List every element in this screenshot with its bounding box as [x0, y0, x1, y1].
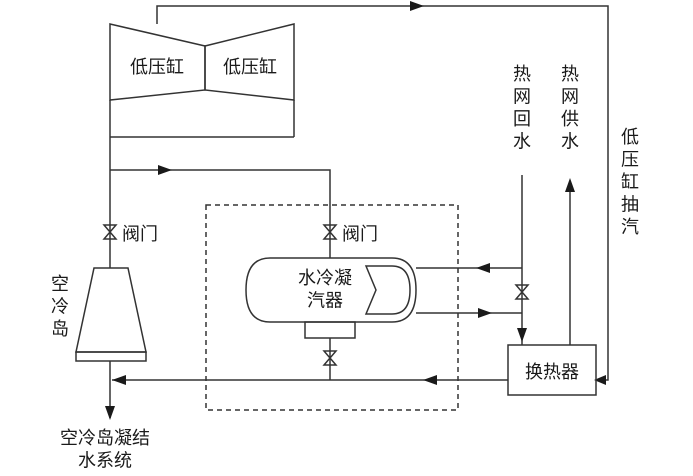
- valve-left: [102, 224, 118, 240]
- condenser-label: 水冷凝汽器: [298, 268, 352, 312]
- heat-exchanger: [507, 344, 597, 396]
- lp-extraction-label: 低压缸抽汽: [621, 127, 639, 238]
- turbine-left-label: 低压缸: [130, 56, 184, 78]
- air-cooled-island-label: 空冷岛: [51, 274, 69, 340]
- condenser-system-boundary: [205, 204, 459, 411]
- valve-left-label: 阀门: [122, 224, 158, 245]
- valve-return: [514, 284, 530, 300]
- extraction-arrow-top: [410, 1, 424, 11]
- water-cooled-condenser: [245, 257, 417, 323]
- return-arrow-right: [423, 375, 437, 385]
- heat-net-supply-label: 热网供水: [561, 64, 579, 153]
- return-down-arrow: [517, 328, 527, 342]
- air-cooled-island: [75, 267, 147, 362]
- valve-middle: [322, 224, 338, 240]
- heat-exchanger-label: 换热器: [525, 362, 579, 383]
- exhaust-arrow: [158, 165, 172, 175]
- supply-up-arrow: [565, 178, 575, 192]
- cooling-water-arrow-right: [478, 308, 492, 318]
- condensate-system-label: 空冷岛凝结水系统: [60, 428, 150, 472]
- condensate-down-arrow: [105, 406, 115, 420]
- valve-middle-label: 阀门: [342, 224, 378, 245]
- turbine-right-label: 低压缸: [223, 56, 277, 78]
- valve-drain: [322, 350, 338, 366]
- condenser-hotwell: [304, 321, 356, 339]
- heat-net-return-label: 热网回水: [513, 64, 531, 153]
- extraction-arrow-into-exchanger: [594, 375, 606, 385]
- exhaust-pipe-to-condenser: [110, 169, 331, 258]
- return-arrow-left: [112, 375, 126, 385]
- cooling-water-arrow-left: [476, 263, 490, 273]
